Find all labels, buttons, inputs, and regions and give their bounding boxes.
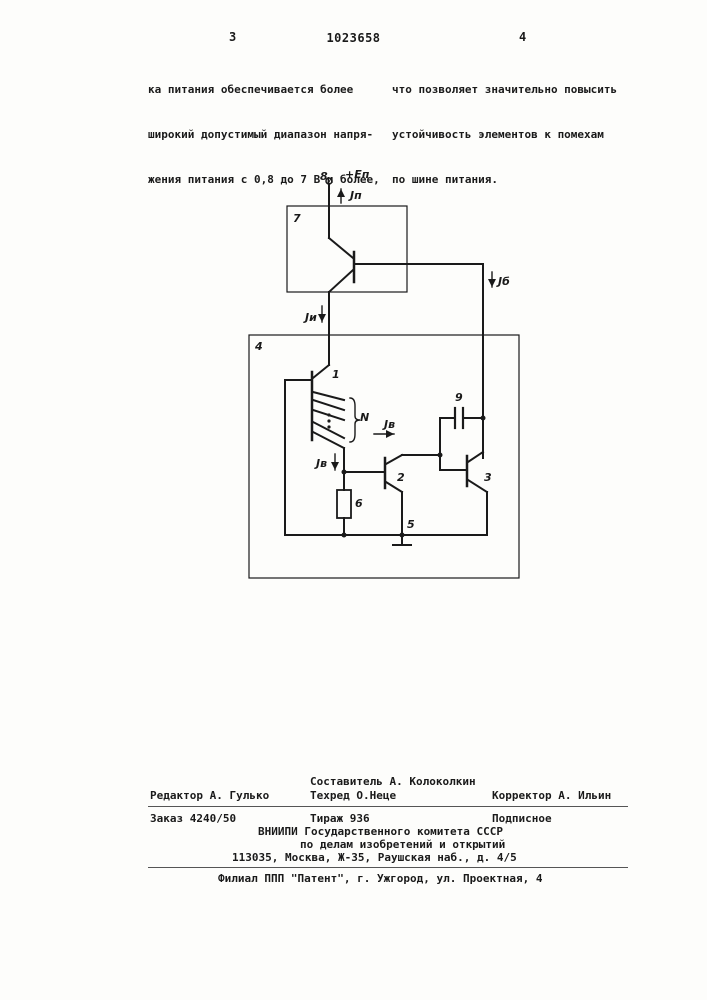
branch: Филиал ППП "Патент", г. Ужгород, ул. Про…	[218, 872, 543, 886]
compiler: Составитель А. Колоколкин	[310, 775, 476, 789]
divider	[148, 867, 628, 868]
order: Заказ 4240/50	[150, 812, 236, 826]
editor: Редактор А. Гулько	[150, 789, 269, 803]
org-line-1: ВНИИПИ Государственного комитета СССР	[258, 825, 503, 839]
proofreader: Корректор А. Ильин	[492, 789, 611, 803]
divider	[148, 806, 628, 807]
org-line-2: по делам изобретений и открытий	[300, 838, 505, 852]
subscription: Подписное	[492, 812, 552, 826]
tech-editor: Техред О.Неце	[310, 789, 396, 803]
circulation: Тираж 936	[310, 812, 370, 826]
address: 113035, Москва, Ж-35, Раушская наб., д. …	[232, 851, 517, 865]
